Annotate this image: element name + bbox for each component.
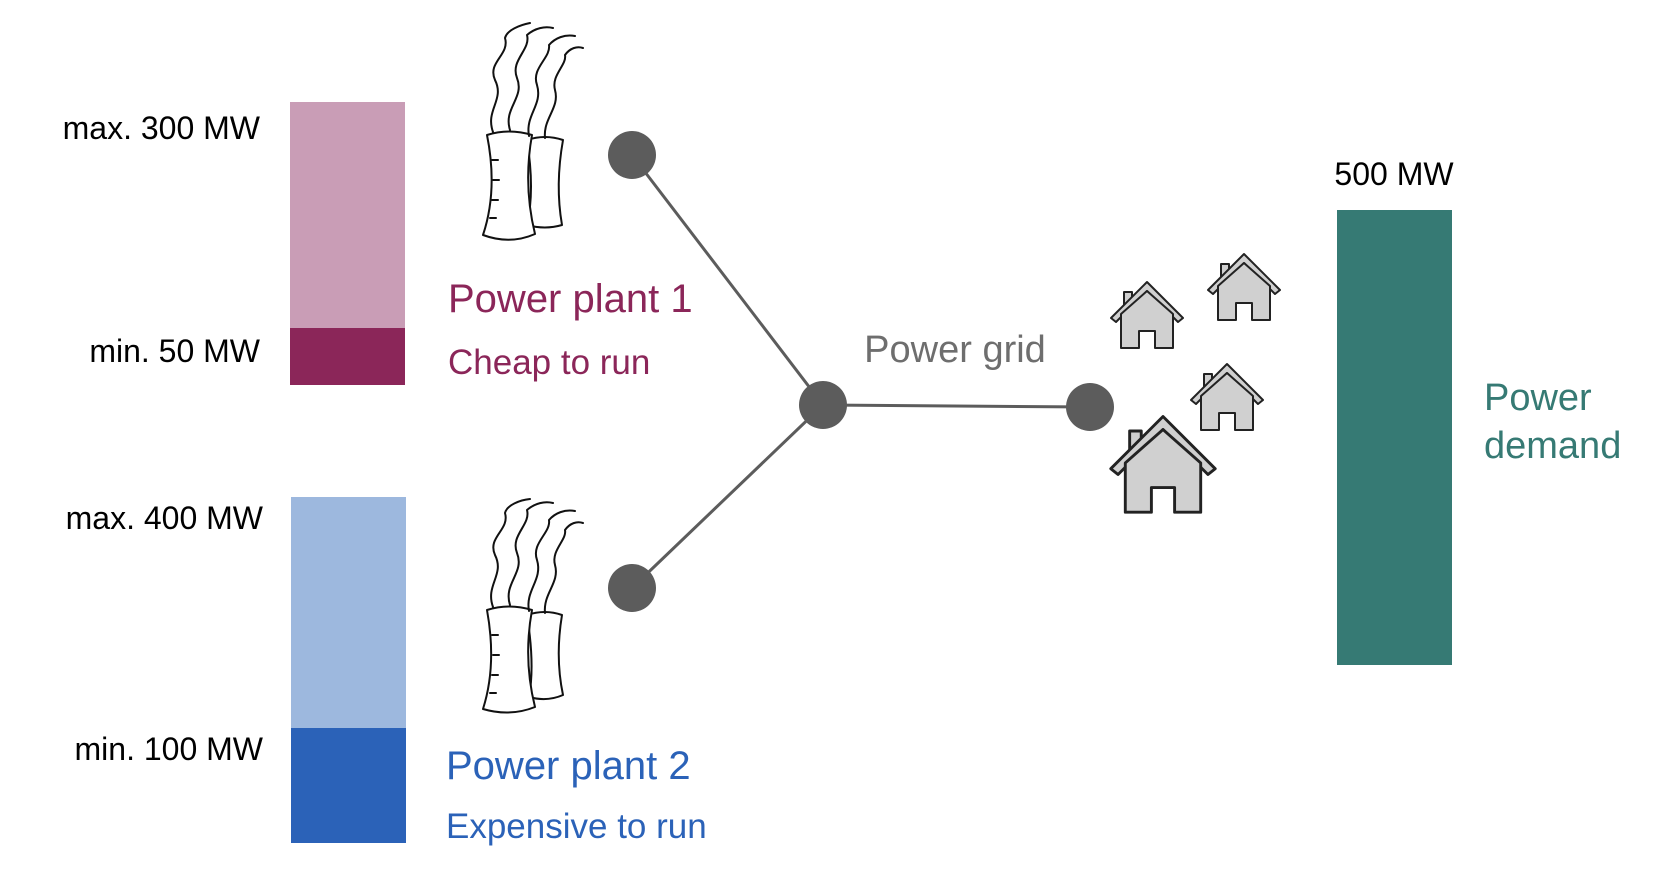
plant2-min-segment <box>291 728 406 843</box>
plant2-max-label: max. 400 MW <box>66 500 264 536</box>
plant2-capacity-bar <box>291 497 406 843</box>
cooling-tower-icon <box>482 22 584 241</box>
demand-label-line1: Power <box>1484 377 1592 419</box>
house-icon <box>1207 253 1281 321</box>
house-icon <box>1110 281 1184 349</box>
demand-label-line2: demand <box>1484 425 1621 467</box>
plant1-note: Cheap to run <box>448 343 650 382</box>
house-icon <box>1109 415 1217 514</box>
plant2-note: Expensive to run <box>446 807 707 846</box>
demand-bar <box>1337 210 1452 665</box>
house-icon <box>1190 363 1264 431</box>
grid-label: Power grid <box>864 329 1046 371</box>
plant1-min-segment <box>290 328 405 385</box>
plant1-name: Power plant 1 <box>448 277 693 321</box>
plant2-max-segment <box>291 497 406 728</box>
grid-edge-plant2 <box>630 403 825 590</box>
demand-value-label: 500 MW <box>1334 156 1454 192</box>
houses-group <box>1109 253 1281 514</box>
grid-node-plant2 <box>608 564 656 612</box>
plant1-max-label: max. 300 MW <box>63 110 261 146</box>
cooling-tower-icon <box>482 498 584 714</box>
grid-node-demand <box>1066 383 1114 431</box>
grid-node-hub <box>799 381 847 429</box>
grid-network <box>608 131 1114 612</box>
plant1-min-label: min. 50 MW <box>89 333 260 369</box>
plant1-capacity-bar <box>290 102 405 385</box>
plant1-max-segment <box>290 102 405 328</box>
grid-node-plant1 <box>608 131 656 179</box>
plant2-min-label: min. 100 MW <box>75 731 264 767</box>
plant2-name: Power plant 2 <box>446 744 691 788</box>
grid-edge-plant1 <box>630 154 825 406</box>
grid-edge-demand <box>822 403 1091 409</box>
